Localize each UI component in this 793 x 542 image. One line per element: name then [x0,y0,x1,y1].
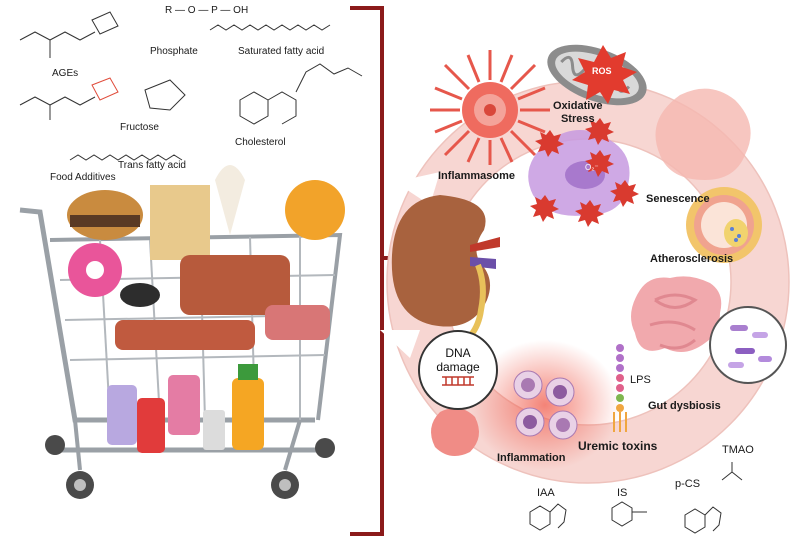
cholesterol-label: Cholesterol [235,137,286,148]
chemical-structures [19,11,363,161]
food-additives-label: Food Additives [50,172,116,183]
tmao-label: TMAO [722,444,754,456]
lps-label: LPS [630,374,651,386]
bacteria-icon [709,306,787,384]
oxidative-stress-label: Oxidative Stress [553,100,603,125]
o2-bursts [530,118,639,227]
dna-label-line1: DNA [445,346,471,360]
immune-cells [513,370,578,440]
pcs-label: p-CS [675,478,701,490]
ages-label: AGEs [52,68,79,79]
inflammation-label: Inflammation [497,452,566,464]
dna-helix-icon [442,376,474,386]
o2-label: O₂⁻ [585,163,599,172]
kidney-icon [391,195,500,337]
inflammation-glow [470,340,620,470]
atherosclerosis-label: Atherosclerosis [650,253,734,265]
senescent-cell [655,88,751,180]
saturated-fatty-acid-label: Saturated fatty acid [238,46,325,57]
dna-damage-badge: DNA damage [418,330,498,410]
inflammasome-label: Inflammasome [438,170,516,182]
trans-fatty-acid-label: Trans fatty acid [118,160,186,171]
inflammasome-icon [430,50,550,165]
fructose-label: Fructose [120,122,159,133]
phosphate-formula: R — O — P — OH [165,5,249,16]
dna-label-line2: damage [436,360,480,374]
toxin-structures [529,462,743,534]
lps-icon [613,344,627,432]
iaa-label: IAA [537,487,555,499]
ros-label: ROS [592,66,612,76]
necrotic-cell [431,408,479,456]
phosphate-label: Phosphate [150,46,198,57]
senescence-label: Senescence [646,193,710,205]
is-label: IS [617,487,628,499]
ros-burst-icon [572,45,637,104]
artery-icon [686,187,762,263]
food-items [67,165,345,453]
uremic-toxins-label: Uremic toxins [578,439,658,453]
gut-dysbiosis-label: Gut dysbiosis [648,400,721,412]
intestine-icon [631,276,722,352]
